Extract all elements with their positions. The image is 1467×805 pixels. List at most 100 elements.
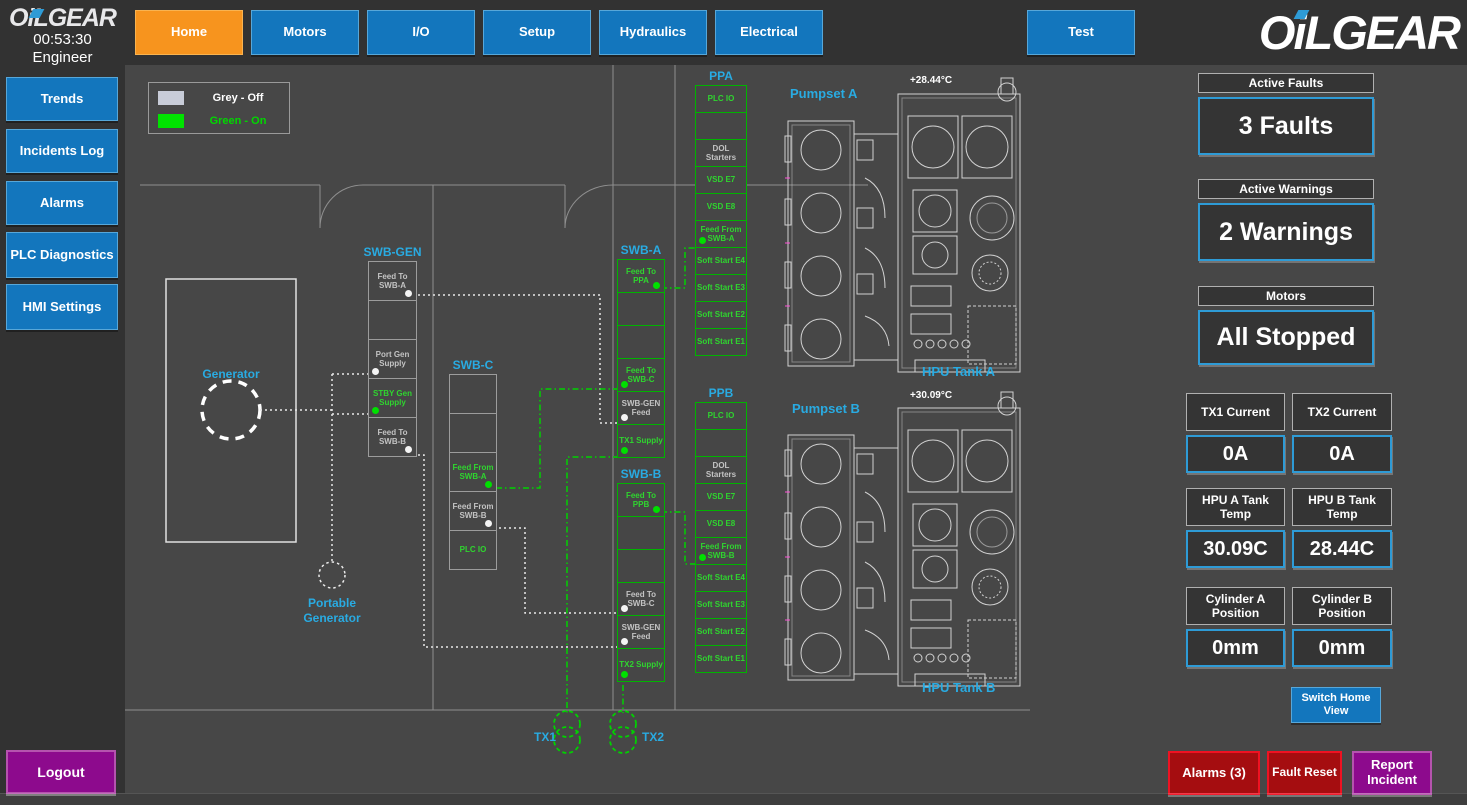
cylinder-b-position-header: Cylinder B Position: [1292, 587, 1392, 625]
status-dot: [621, 414, 628, 421]
swb-cell: Soft Start E4: [695, 247, 747, 275]
swb-cell: Feed To SWB-A: [368, 261, 417, 301]
swb-cell: [695, 429, 747, 457]
status-dot: [405, 446, 412, 453]
oilgear-logo-small: OiLGEAR: [0, 4, 125, 33]
tx2-label: TX2: [642, 730, 688, 745]
tab-setup[interactable]: Setup: [483, 10, 591, 55]
test-button[interactable]: Test: [1027, 10, 1135, 55]
swb-cell: [449, 374, 497, 414]
sidebar-item-plc-diagnostics[interactable]: PLC Diagnostics: [6, 232, 118, 278]
logo-text: LGEAR: [1305, 5, 1460, 60]
swb-cell: [617, 292, 665, 326]
tab-electrical[interactable]: Electrical: [715, 10, 823, 55]
cell-label: TX2 Supply: [619, 660, 663, 669]
swb-cell: VSD E7: [695, 166, 747, 194]
status-dot: [485, 520, 492, 527]
swb-cell: Feed To SWB-B: [368, 417, 417, 457]
hpu-tank-b-label: HPU Tank B: [922, 680, 995, 696]
ppb-column: PPB PLC IO DOL Starters VSD E7 VSD E8 Fe…: [695, 403, 747, 673]
tab-home[interactable]: Home: [135, 10, 243, 55]
swb-cell: SWB-GEN Feed: [617, 391, 665, 425]
legend-label-off: Grey - Off: [191, 92, 285, 104]
column-title: SWB-GEN: [348, 245, 437, 259]
active-faults-header: Active Faults: [1198, 73, 1374, 93]
fault-reset-button[interactable]: Fault Reset: [1267, 751, 1342, 795]
sidebar-item-trends[interactable]: Trends: [6, 77, 118, 121]
swb-a-column: SWB-A Feed To PPA Feed To SWB-C SWB-GEN …: [617, 260, 665, 458]
tab-motors[interactable]: Motors: [251, 10, 359, 55]
cell-label: VSD E7: [707, 492, 735, 501]
cell-label: DOL Starters: [697, 144, 745, 163]
cell-label: Soft Start E1: [697, 654, 745, 663]
tab-io[interactable]: I/O: [367, 10, 475, 55]
hpu-b-tank-temp-header: HPU B Tank Temp: [1292, 488, 1392, 526]
status-dot: [699, 237, 706, 244]
status-dot: [485, 481, 492, 488]
legend-swatch-on: [158, 114, 184, 128]
pumpset-b-label: Pumpset B: [792, 401, 860, 417]
alarms-button[interactable]: Alarms (3): [1168, 751, 1260, 795]
pumpset-b-temp: +30.09°C: [886, 390, 976, 401]
cell-label: Feed From SWB-A: [451, 463, 495, 482]
tx1-current-header: TX1 Current: [1186, 393, 1285, 431]
logo-text: i: [28, 4, 34, 32]
column-title: PPA: [675, 69, 767, 83]
swb-c-column: SWB-C Feed From SWB-A Feed From SWB-B PL…: [449, 375, 497, 570]
swb-cell: Soft Start E3: [695, 274, 747, 302]
swb-cell: VSD E8: [695, 193, 747, 221]
report-incident-button[interactable]: Report Incident: [1352, 751, 1432, 795]
sidebar-item-hmi-settings[interactable]: HMI Settings: [6, 284, 118, 330]
sidebar: OiLGEAR 00:53:30 Engineer Trends Inciden…: [0, 0, 125, 805]
logout-button[interactable]: Logout: [6, 750, 116, 794]
cell-label: Soft Start E1: [697, 337, 745, 346]
portable-generator-label: Portable Generator: [297, 596, 367, 626]
swb-cell: [617, 549, 665, 583]
motors-value: All Stopped: [1198, 310, 1374, 365]
column-title: SWB-A: [597, 243, 685, 257]
status-dot: [405, 290, 412, 297]
cell-label: Soft Start E3: [697, 283, 745, 292]
clock: 00:53:30: [0, 31, 125, 48]
swb-cell: [695, 112, 747, 140]
hpu-tank-a-label: HPU Tank A: [922, 364, 995, 380]
active-faults-value: 3 Faults: [1198, 97, 1374, 155]
cell-label: Soft Start E2: [697, 627, 745, 636]
sidebar-item-alarms[interactable]: Alarms: [6, 181, 118, 225]
column-title: SWB-B: [597, 467, 685, 481]
swb-cell: Feed From SWB-B: [695, 537, 747, 565]
motors-header: Motors: [1198, 286, 1374, 306]
swb-cell: Feed To PPB: [617, 483, 665, 517]
column-title: SWB-C: [429, 358, 517, 372]
cell-label: PLC IO: [708, 411, 735, 420]
sidebar-item-incidents-log[interactable]: Incidents Log: [6, 129, 118, 173]
hpu-a-tank-temp-value: 30.09C: [1186, 530, 1285, 568]
swb-cell: TX1 Supply: [617, 424, 665, 458]
swb-cell: VSD E7: [695, 483, 747, 511]
swb-cell: Feed To SWB-C: [617, 358, 665, 392]
column-title: PPB: [675, 386, 767, 400]
tab-hydraulics[interactable]: Hydraulics: [599, 10, 707, 55]
status-dot: [653, 506, 660, 513]
swb-cell: PLC IO: [695, 402, 747, 430]
cell-label: DOL Starters: [697, 461, 745, 480]
status-dot: [372, 407, 379, 414]
cell-label: STBY Gen Supply: [370, 389, 415, 408]
swb-cell: [368, 300, 417, 340]
swb-cell: STBY Gen Supply: [368, 378, 417, 418]
swb-cell: Soft Start E1: [695, 328, 747, 356]
swb-cell: [617, 516, 665, 550]
swb-cell: Feed From SWB-A: [449, 452, 497, 492]
swb-cell: DOL Starters: [695, 139, 747, 167]
swb-gen-column: SWB-GEN Feed To SWB-A Port Gen Supply ST…: [368, 262, 417, 457]
swb-cell: TX2 Supply: [617, 648, 665, 682]
status-dot: [621, 447, 628, 454]
cell-label: Soft Start E2: [697, 310, 745, 319]
swb-b-column: SWB-B Feed To PPB Feed To SWB-C SWB-GEN …: [617, 484, 665, 682]
cell-label: Port Gen Supply: [370, 350, 415, 369]
tx2-current-header: TX2 Current: [1292, 393, 1392, 431]
swb-cell: [449, 413, 497, 453]
switch-home-view-button[interactable]: Switch Home View: [1291, 687, 1381, 723]
swb-cell: Soft Start E2: [695, 618, 747, 646]
